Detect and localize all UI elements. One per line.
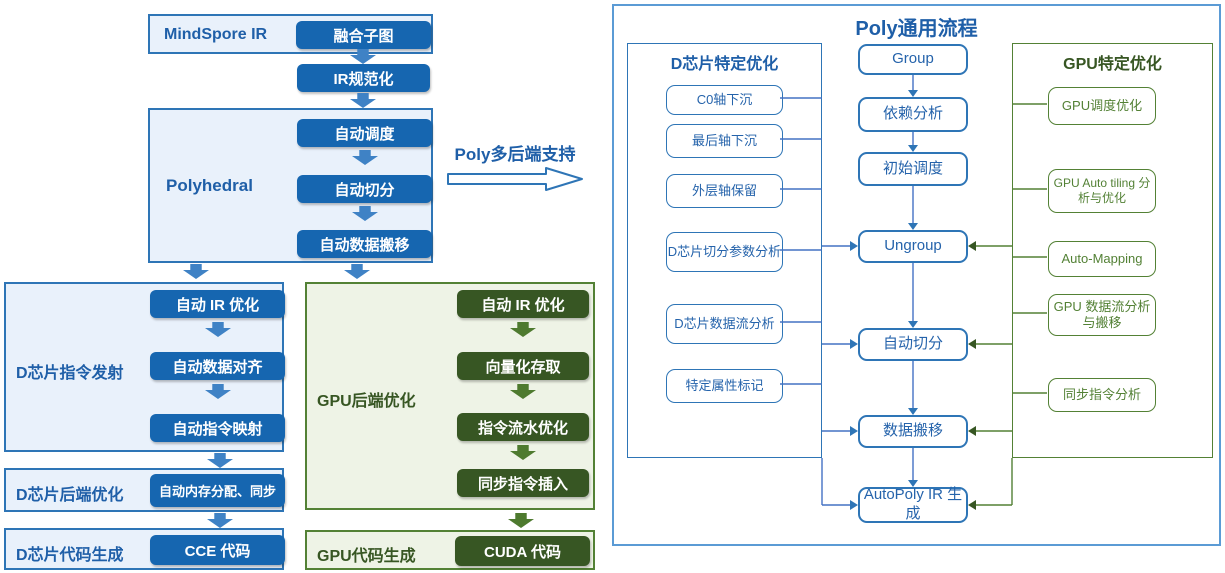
auto-tiling-chip: 自动切分 xyxy=(297,175,432,203)
gpu-backend-opt-group: GPU后端优化 自动 IR 优化 向量化存取 指令流水优化 同步指令插入 xyxy=(305,282,595,510)
down-arrow-icon xyxy=(344,264,370,279)
autopoly-ir-gen-box: AutoPoly IR 生成 xyxy=(858,486,968,523)
mindspore-ir-group: MindSpore IR 融合子图 xyxy=(148,14,433,54)
d-col-header: D芯片特定优化 xyxy=(670,56,779,73)
gpu-auto-ir-opt-chip: 自动 IR 优化 xyxy=(457,290,589,318)
gpu-codegen-group: GPU代码生成 CUDA 代码 xyxy=(305,530,595,570)
sync-instr-analysis-box: 同步指令分析 xyxy=(1048,378,1156,412)
auto-ir-opt-chip: 自动 IR 优化 xyxy=(150,290,285,318)
down-arrow-icon xyxy=(207,453,233,468)
auto-data-align-chip: 自动数据对齐 xyxy=(150,352,285,380)
polyhedral-label: Polyhedral xyxy=(166,176,253,195)
cce-code-chip: CCE 代码 xyxy=(150,535,285,565)
gpu-schedule-opt-box: GPU调度优化 xyxy=(1048,87,1156,125)
down-arrow-icon xyxy=(207,513,233,528)
gpu-col-header: GPU特定优化 xyxy=(1063,56,1162,73)
gpu-auto-tiling-box: GPU Auto tiling 分析与优化 xyxy=(1048,169,1156,213)
gpu-specific-opt-column: GPU特定优化 GPU调度优化 GPU Auto tiling 分析与优化 Au… xyxy=(1012,43,1213,458)
auto-data-move-chip: 自动数据搬移 xyxy=(297,230,432,258)
dependency-analysis-box: 依赖分析 xyxy=(858,97,968,132)
gpu-backend-opt-label: GPU后端优化 xyxy=(317,393,416,410)
group-box: Group xyxy=(858,44,968,75)
outer-axis-keep-box: 外层轴保留 xyxy=(666,174,783,208)
polyhedral-group: Polyhedral 自动调度 自动切分 自动数据搬移 xyxy=(148,108,433,263)
down-arrow-icon xyxy=(352,150,378,165)
poly-flow-title: Poly通用流程 xyxy=(855,18,978,40)
down-arrow-icon xyxy=(510,445,536,460)
down-arrow-icon xyxy=(510,384,536,399)
data-move-box: 数据搬移 xyxy=(858,415,968,448)
auto-instr-map-chip: 自动指令映射 xyxy=(150,414,285,442)
c0-axis-sink-box: C0轴下沉 xyxy=(666,85,783,115)
last-axis-sink-box: 最后轴下沉 xyxy=(666,124,783,158)
down-arrow-icon xyxy=(183,264,209,279)
down-arrow-icon xyxy=(352,206,378,221)
d-chip-tiling-param-box: D芯片切分参数分析 xyxy=(666,232,783,272)
auto-mapping-box: Auto-Mapping xyxy=(1048,241,1156,277)
specific-attr-mark-box: 特定属性标记 xyxy=(666,369,783,403)
down-arrow-icon xyxy=(205,384,231,399)
ungroup-box: Ungroup xyxy=(858,230,968,263)
auto-mem-alloc-sync-chip: 自动内存分配、同步 xyxy=(150,474,285,507)
d-chip-instr-emit-group: D芯片指令发射 自动 IR 优化 自动数据对齐 自动指令映射 xyxy=(4,282,285,452)
cuda-code-chip: CUDA 代码 xyxy=(455,536,590,566)
right-arrow-icon xyxy=(447,167,583,191)
mindspore-ir-label: MindSpore IR xyxy=(164,26,268,43)
gpu-dataflow-move-box: GPU 数据流分析与搬移 xyxy=(1048,294,1156,336)
sync-instr-insert-chip: 同步指令插入 xyxy=(457,469,589,497)
d-chip-backend-opt-label: D芯片后端优化 xyxy=(16,487,124,504)
d-chip-specific-opt-column: D芯片特定优化 C0轴下沉 最后轴下沉 外层轴保留 D芯片切分参数分析 D芯片数… xyxy=(627,43,822,458)
auto-schedule-chip: 自动调度 xyxy=(297,119,432,147)
fused-subgraph-chip: 融合子图 xyxy=(296,21,431,49)
poly-multi-backend-label: Poly多后端支持 xyxy=(454,145,576,164)
initial-schedule-box: 初始调度 xyxy=(858,152,968,186)
down-arrow-icon xyxy=(508,513,534,528)
down-arrow-icon xyxy=(350,93,376,108)
ir-normalize-chip: IR规范化 xyxy=(297,64,430,92)
down-arrow-icon xyxy=(205,322,231,337)
d-chip-dataflow-box: D芯片数据流分析 xyxy=(666,304,783,344)
vectorize-access-chip: 向量化存取 xyxy=(457,352,589,380)
d-chip-backend-opt-group: D芯片后端优化 自动内存分配、同步 xyxy=(4,468,285,512)
down-arrow-icon xyxy=(510,322,536,337)
d-chip-codegen-group: D芯片代码生成 CCE 代码 xyxy=(4,528,285,570)
auto-tiling-box: 自动切分 xyxy=(858,328,968,361)
gpu-codegen-label: GPU代码生成 xyxy=(317,548,416,565)
d-chip-instr-emit-label: D芯片指令发射 xyxy=(16,365,124,382)
d-chip-codegen-label: D芯片代码生成 xyxy=(16,547,124,564)
instr-pipeline-opt-chip: 指令流水优化 xyxy=(457,413,589,441)
